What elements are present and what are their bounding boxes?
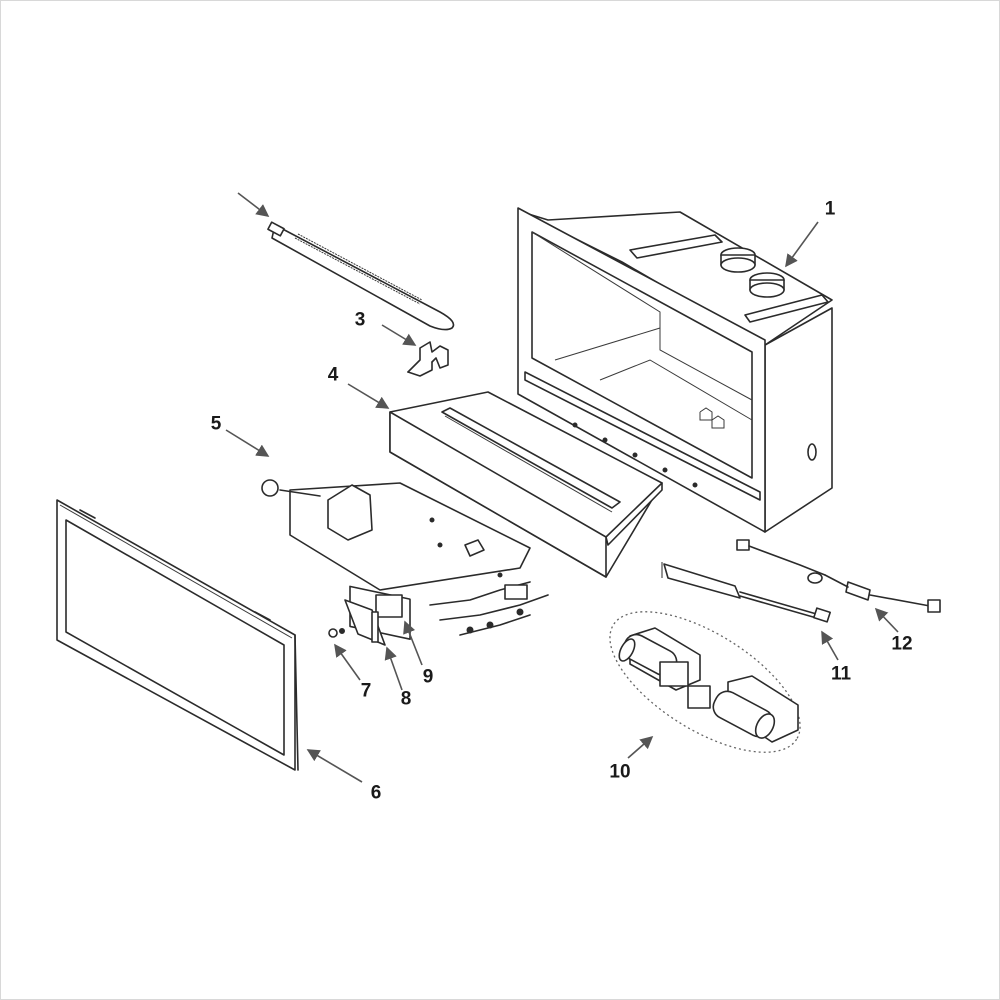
callout-10: 10 (609, 761, 631, 783)
power-cord-part (736, 539, 941, 613)
arrow-8 (384, 646, 403, 691)
valve-assembly-part (261, 479, 549, 640)
glass-door-part (56, 499, 299, 771)
arrow-11 (821, 630, 839, 661)
arrow-1 (785, 221, 819, 268)
blower-assembly-part (609, 611, 801, 753)
callout-11: 11 (830, 663, 852, 685)
burner-tube-part (267, 221, 455, 331)
callout-9: 9 (422, 666, 434, 688)
firebox-part (517, 207, 833, 533)
callout-5: 5 (210, 413, 222, 435)
callout-3: 3 (354, 309, 366, 331)
callout-12: 12 (891, 633, 913, 655)
arrow-10 (627, 735, 654, 759)
knob-part (328, 628, 345, 638)
callout-6: 6 (370, 782, 382, 804)
arrow-7 (334, 643, 361, 681)
mounting-bracket-part (344, 599, 386, 646)
bracket-part (407, 341, 449, 377)
leader-arrows (225, 192, 899, 783)
arrow-5 (225, 429, 270, 457)
wiring-harness-part (661, 562, 832, 623)
arrow-9 (403, 620, 423, 666)
arrow-6 (306, 749, 363, 783)
callout-4: 4 (327, 364, 339, 386)
callout-1: 1 (824, 198, 836, 220)
arrow-4 (347, 383, 390, 409)
arrow-12 (874, 607, 899, 633)
callout-8: 8 (400, 688, 412, 710)
arrow-3 (381, 324, 417, 346)
burner-tray-part (389, 391, 663, 578)
arrow-2 (237, 192, 270, 217)
callout-7: 7 (360, 680, 372, 702)
